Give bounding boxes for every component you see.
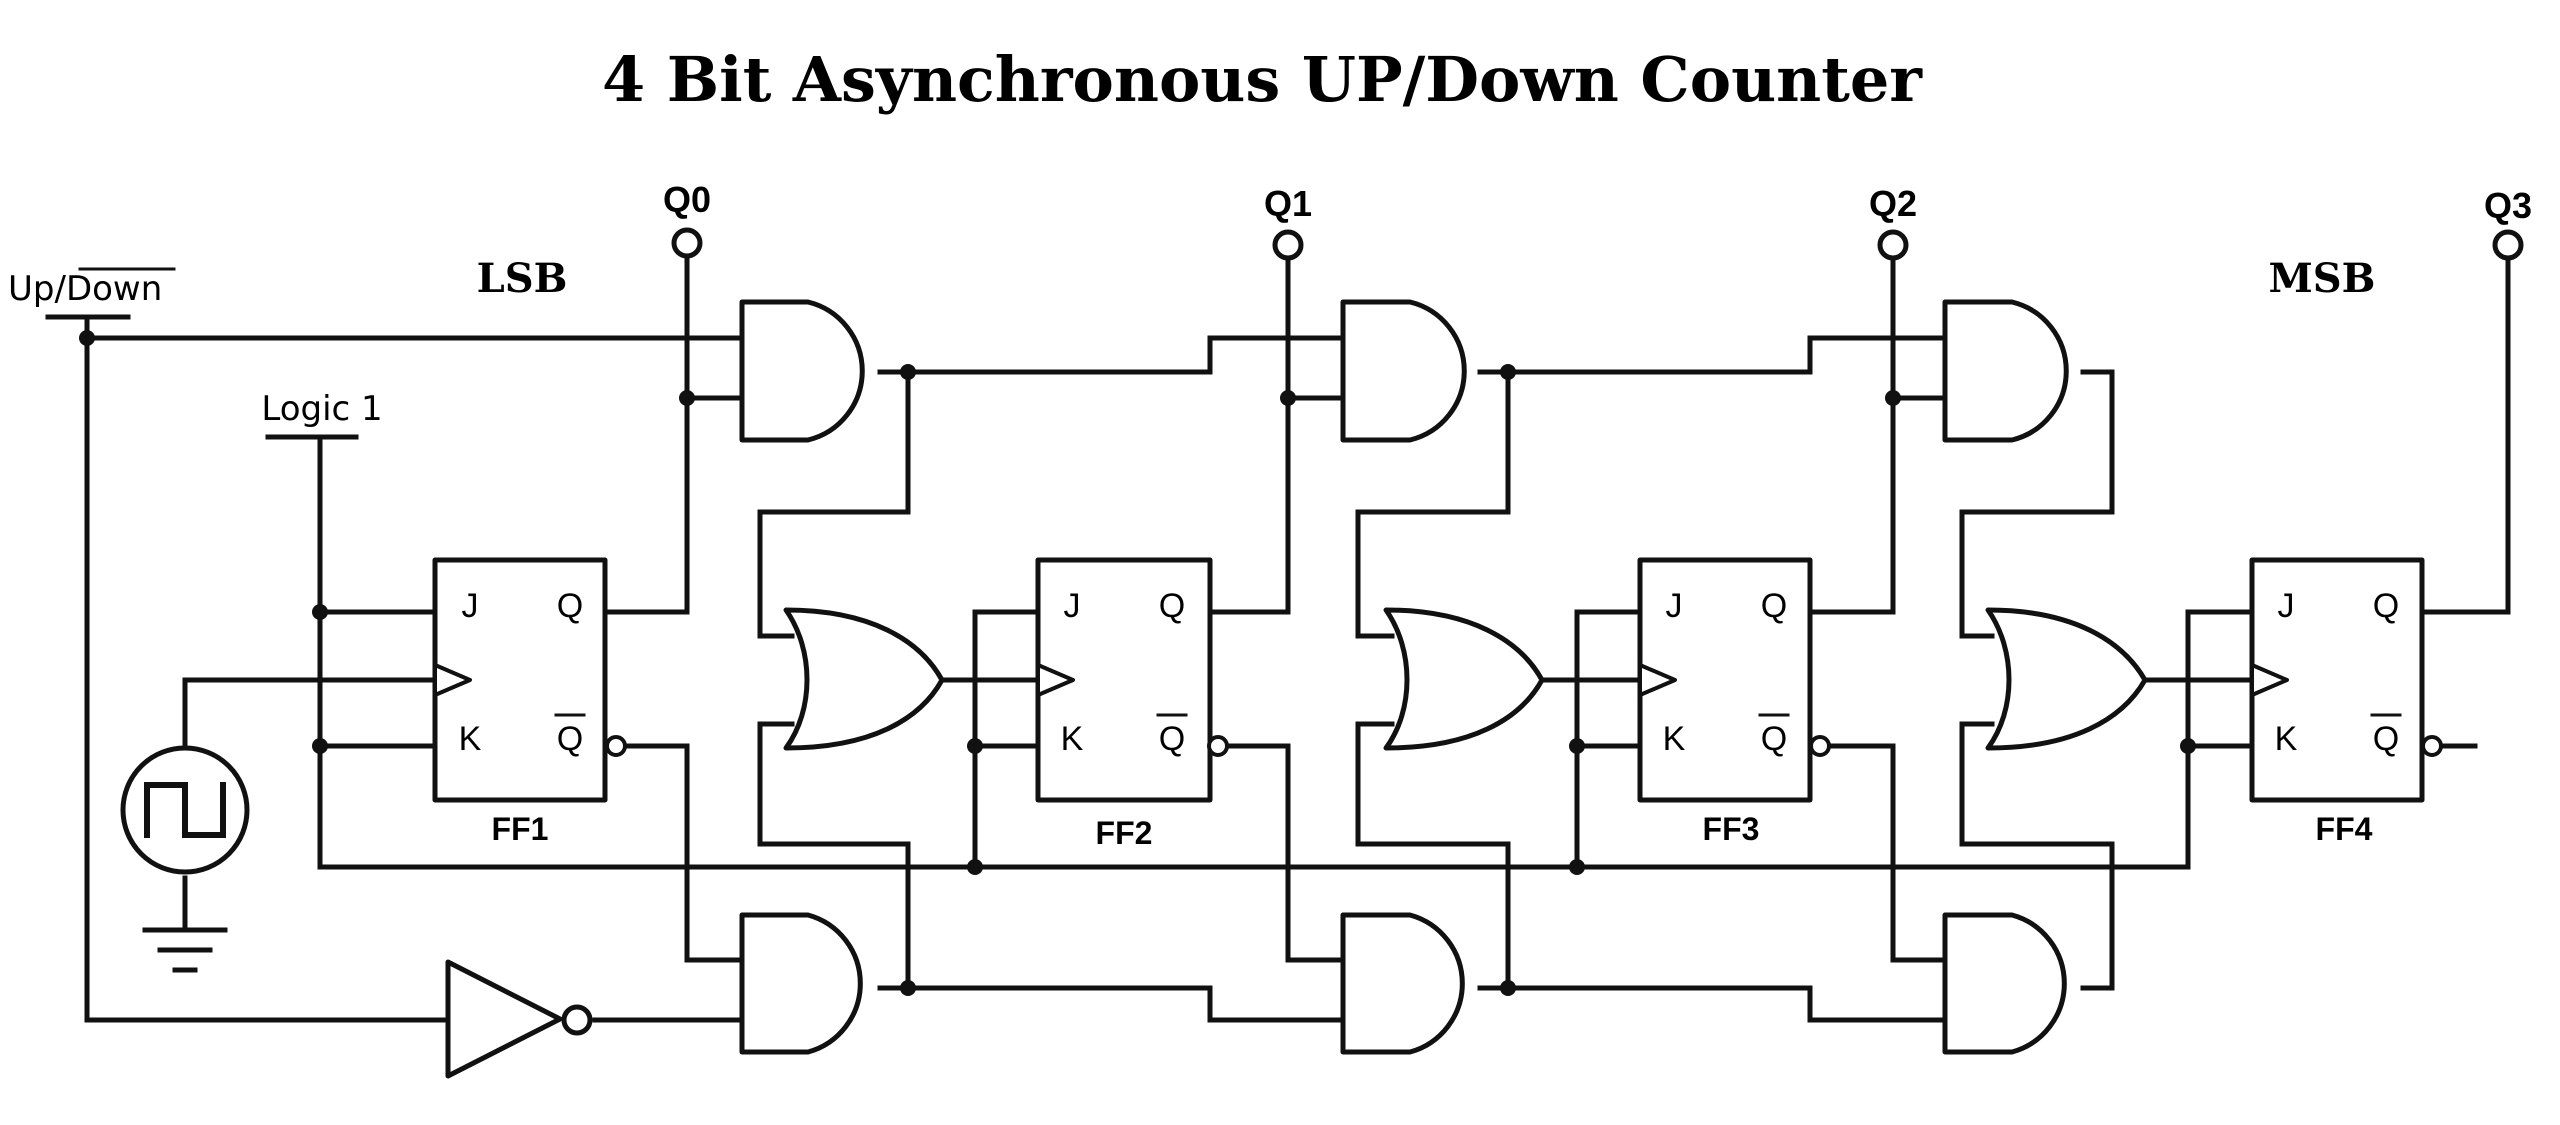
and-gate-top-2: [1340, 299, 1467, 443]
ff4-j-pin: J: [2278, 587, 2295, 625]
junction-dots: [79, 330, 2196, 996]
ff1-q-pin: Q: [557, 587, 583, 625]
output-q0-terminal: [671, 227, 703, 259]
ff1-j-pin: J: [462, 587, 479, 625]
and-gate-bottom-3: [1942, 912, 2067, 1055]
and-gate-bottom-2: [1340, 912, 1465, 1055]
flip-flop-ff4: J K Q Q FF4: [2249, 557, 2443, 847]
ff3-k-pin: K: [1663, 720, 1686, 758]
output-q0: Q0: [663, 179, 711, 401]
updown-down-text: Down: [66, 269, 162, 309]
output-q0-label: Q0: [663, 179, 711, 220]
clock-source-icon: [120, 745, 250, 875]
logic1-label: Logic 1: [261, 389, 382, 429]
and-gate-top-3: [1942, 299, 2069, 443]
output-q3: Q3: [2484, 185, 2532, 615]
output-q2-label: Q2: [1869, 183, 1917, 224]
output-q1-label: Q1: [1264, 183, 1312, 224]
ff3-q-pin: Q: [1761, 587, 1787, 625]
flip-flop-ff1: J K Q Q FF1: [432, 557, 627, 847]
not-gate: [445, 959, 593, 1079]
ff1-name: FF1: [492, 811, 549, 847]
and-gate-top-1: [739, 299, 865, 443]
ff3-j-pin: J: [1666, 587, 1683, 625]
output-q3-label: Q3: [2484, 185, 2532, 226]
or-gate-2: [1383, 607, 1545, 751]
ff4-qbar-pin: Q: [2373, 720, 2399, 758]
lsb-label: LSB: [477, 255, 568, 302]
ff3-name: FF3: [1703, 811, 1760, 847]
or-gate-3: [1985, 607, 2148, 751]
or-gate-1: [783, 607, 945, 751]
output-q1: Q1: [1264, 183, 1312, 401]
flip-flop-ff2: J K Q Q FF2: [1035, 557, 1229, 851]
ff2-j-pin: J: [1064, 587, 1081, 625]
flip-flop-ff3: J K Q Q FF3: [1637, 557, 1831, 847]
ff2-qbar-pin: Q: [1159, 720, 1185, 758]
ff3-qbar-pin: Q: [1761, 720, 1787, 758]
ff2-name: FF2: [1096, 815, 1153, 851]
updown-control-label: Up/Down: [8, 267, 176, 309]
ff1-k-pin: K: [459, 720, 482, 758]
output-q2: Q2: [1869, 183, 1917, 401]
diagram-title: 4 Bit Asynchronous UP/Down Counter: [602, 43, 1923, 116]
svg-text:Up/Down: Up/Down: [8, 269, 162, 309]
ff4-q-pin: Q: [2373, 587, 2399, 625]
ground-icon: [142, 927, 228, 973]
ff2-k-pin: K: [1061, 720, 1084, 758]
output-q3-terminal: [2492, 229, 2524, 261]
ff2-q-pin: Q: [1159, 587, 1185, 625]
ff4-name: FF4: [2316, 811, 2373, 847]
output-q2-terminal: [1877, 229, 1909, 261]
updown-up-text: Up/: [8, 269, 66, 309]
and-gate-bottom-1: [739, 912, 863, 1055]
output-q1-terminal: [1272, 229, 1304, 261]
ff1-qbar-pin: Q: [557, 720, 583, 758]
wiring: [45, 314, 2511, 1023]
ff4-k-pin: K: [2275, 720, 2298, 758]
msb-label: MSB: [2269, 255, 2376, 302]
